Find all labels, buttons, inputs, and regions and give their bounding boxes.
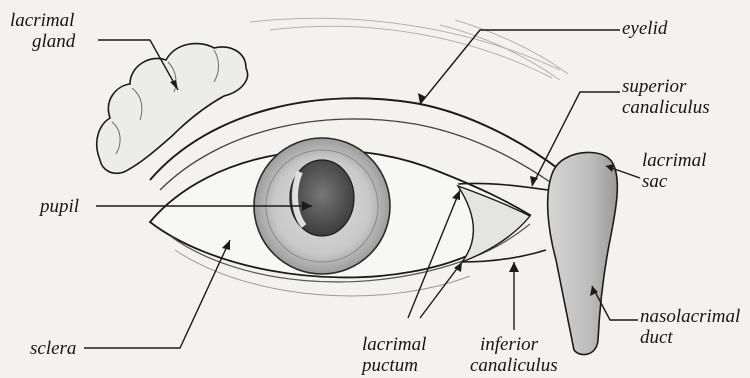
label-lacrimal-punctum: lacrimal puctum xyxy=(362,334,426,376)
label-lacrimal-gland: lacrimal gland xyxy=(10,10,75,52)
label-sclera: sclera xyxy=(30,338,76,359)
label-eyelid-line1: eyelid xyxy=(622,18,667,39)
label-inferior-canaliculus-line2: canaliculus xyxy=(470,355,558,376)
label-lacrimal-gland-line1: lacrimal xyxy=(10,10,75,31)
label-sclera-line1: sclera xyxy=(30,338,76,359)
label-eyelid: eyelid xyxy=(622,18,667,39)
label-superior-canaliculus-line1: superior xyxy=(622,76,710,97)
label-lacrimal-sac-line1: lacrimal xyxy=(642,150,706,171)
leader-eyelid xyxy=(420,30,620,104)
leader-sclera xyxy=(84,240,230,348)
label-nasolacrimal-duct-line1: nasolacrimal xyxy=(640,306,740,327)
label-lacrimal-gland-line2: gland xyxy=(10,31,75,52)
leader-punctum-lower xyxy=(420,262,462,318)
lacrimal-sac-shape xyxy=(548,152,618,354)
label-superior-canaliculus-line2: canaliculus xyxy=(622,97,710,118)
label-lacrimal-punctum-line1: lacrimal xyxy=(362,334,426,355)
label-inferior-canaliculus-line1: inferior xyxy=(470,334,558,355)
label-nasolacrimal-duct: nasolacrimal duct xyxy=(640,306,740,348)
label-pupil: pupil xyxy=(40,196,79,217)
label-nasolacrimal-duct-line2: duct xyxy=(640,327,740,348)
brow-shading xyxy=(250,18,568,80)
label-superior-canaliculus: superior canaliculus xyxy=(622,76,710,118)
label-inferior-canaliculus: inferior canaliculus xyxy=(470,334,558,376)
label-pupil-line1: pupil xyxy=(40,196,79,217)
label-lacrimal-sac: lacrimal sac xyxy=(642,150,706,192)
lacrimal-gland-shape xyxy=(97,44,248,174)
label-lacrimal-sac-line2: sac xyxy=(642,171,706,192)
label-lacrimal-punctum-line2: puctum xyxy=(362,355,426,376)
